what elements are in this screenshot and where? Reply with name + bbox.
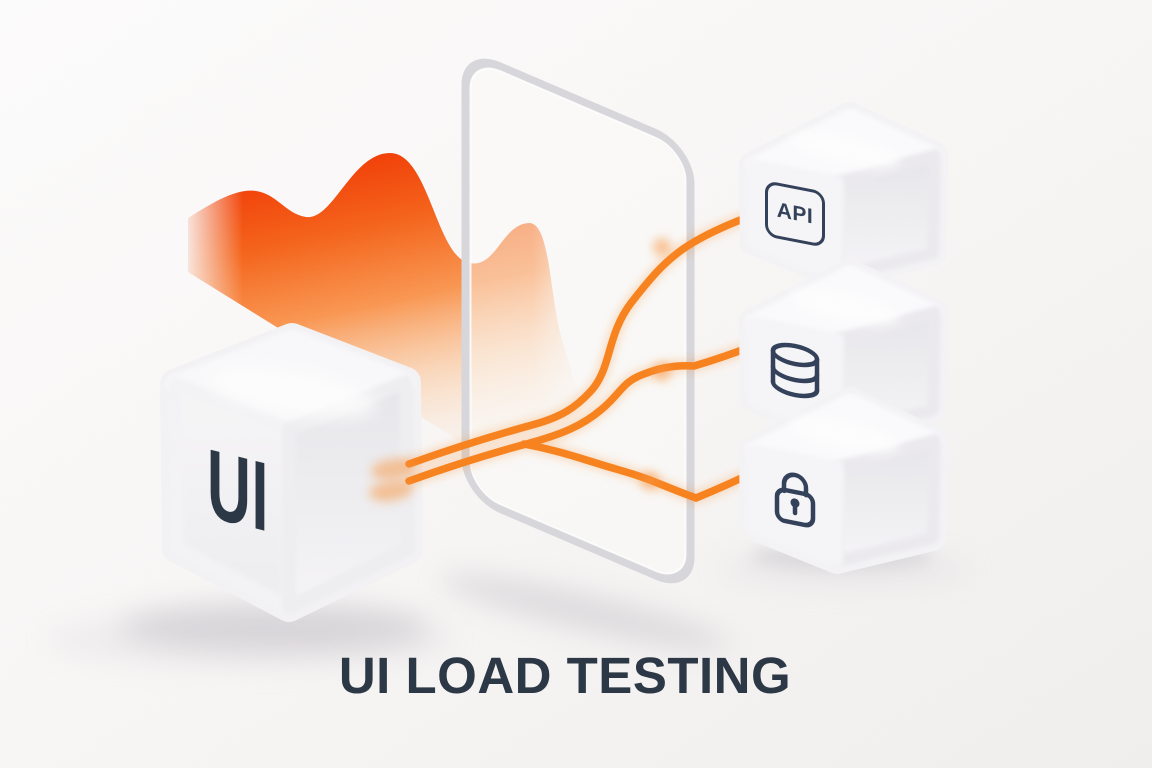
api-cube <box>739 102 948 289</box>
ui-cube-label: UI <box>195 419 282 561</box>
ui-cube-label-text: UI <box>207 426 269 553</box>
page-title-text: UI LOAD TESTING <box>338 647 792 704</box>
api-badge-label: API <box>776 198 814 229</box>
ground-shadows <box>45 543 975 668</box>
traffic-wave-graphic <box>188 153 593 520</box>
page-title: UI LOAD TESTING <box>0 646 1130 705</box>
database-icon <box>770 342 820 399</box>
lock-icon <box>774 472 816 528</box>
cube-highlight <box>208 365 376 419</box>
ui-cube <box>160 323 423 622</box>
api-badge-icon: API <box>765 180 825 248</box>
shadow <box>438 573 732 651</box>
security-cube <box>739 387 948 574</box>
shadow <box>45 612 455 668</box>
line-glows <box>369 238 671 502</box>
connection-line-database <box>405 340 762 485</box>
connection-line-api <box>405 209 762 468</box>
connection-lines <box>369 208 763 504</box>
